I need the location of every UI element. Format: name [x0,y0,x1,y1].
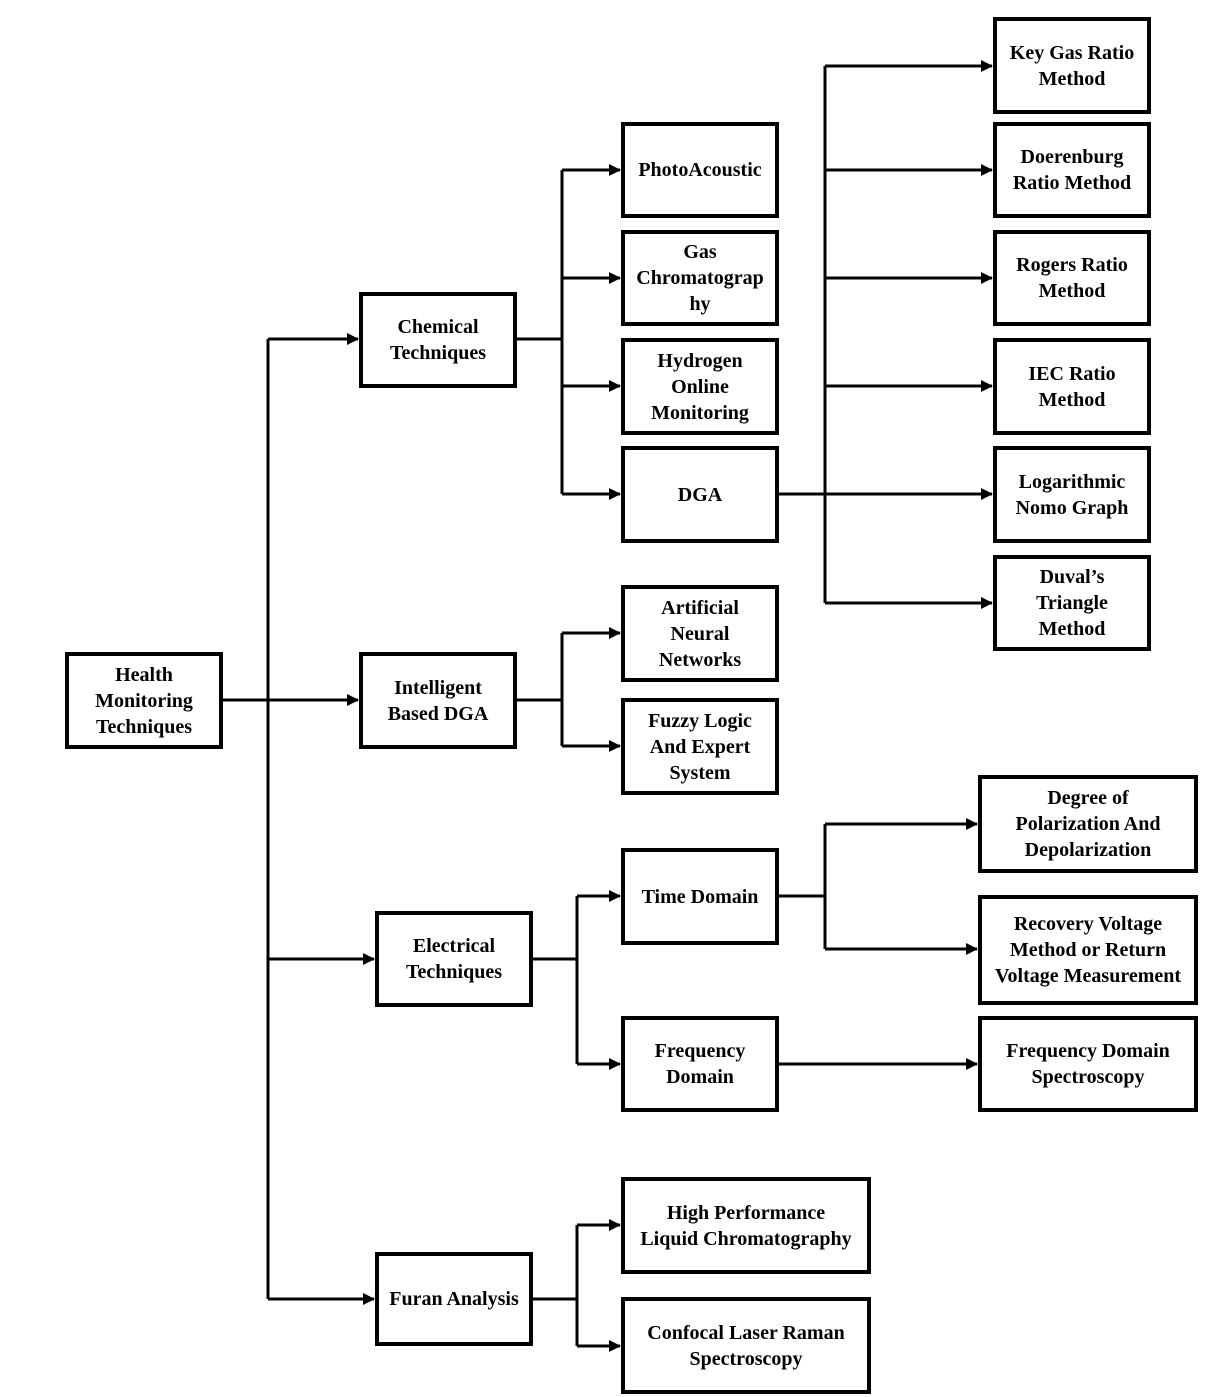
node-artificial-neural-networks: Artificial Neural Networks [621,585,779,682]
node-furan-analysis: Furan Analysis [375,1252,533,1346]
node-hydrogen-online-monitoring: Hydrogen Online Monitoring [621,338,779,435]
node-label: Doerenburg Ratio Method [1012,146,1132,194]
node-label: Frequency Domain Spectroscopy [1006,1040,1170,1088]
node-label: Health Monitoring Techniques [95,663,193,738]
node-dga: DGA [621,446,779,543]
node-photoacoustic: PhotoAcoustic [621,122,779,218]
node-fuzzy-logic-expert-system: Fuzzy Logic And Expert System [621,698,779,795]
node-label: Hydrogen Online Monitoring [651,349,749,424]
node-label: PhotoAcoustic [638,159,762,181]
node-label: Frequency Domain [654,1040,746,1088]
node-doerenburg-ratio-method: Doerenburg Ratio Method [993,122,1151,218]
node-label: Degree of Polarization And Depolarizatio… [1015,787,1161,861]
node-chemical-techniques: Chemical Techniques [359,292,517,388]
node-label: Gas Chromatograp hy [636,241,764,315]
node-label: Time Domain [641,885,759,908]
node-label: Fuzzy Logic And Expert System [648,709,752,784]
node-time-domain: Time Domain [621,848,779,945]
node-label: Rogers Ratio Method [1016,254,1128,302]
node-frequency-domain: Frequency Domain [621,1016,779,1112]
node-label: Intelligent Based DGA [387,676,489,725]
node-label: Artificial Neural Networks [658,596,742,671]
node-iec-ratio-method: IEC Ratio Method [993,338,1151,435]
node-duvals-triangle-method: Duval’s Triangle Method [993,555,1151,651]
node-label: Furan Analysis [389,1288,519,1310]
node-label: Electrical Techniques [406,935,502,983]
node-logarithmic-nomo-graph: Logarithmic Nomo Graph [993,446,1151,543]
node-label: High Performance Liquid Chromatography [640,1201,852,1250]
node-label: Logarithmic Nomo Graph [1015,470,1129,519]
node-label: Recovery Voltage Method or Return Voltag… [994,913,1182,987]
node-label: IEC Ratio Method [1028,362,1116,411]
node-key-gas-ratio-method: Key Gas Ratio Method [993,17,1151,114]
node-gas-chromatography: Gas Chromatograp hy [621,230,779,326]
node-electrical-techniques: Electrical Techniques [375,911,533,1007]
node-frequency-domain-spectroscopy: Frequency Domain Spectroscopy [978,1016,1198,1112]
node-degree-of-polarization: Degree of Polarization And Depolarizatio… [978,775,1198,873]
node-label: Confocal Laser Raman Spectroscopy [647,1321,845,1370]
node-health-monitoring-techniques: Health Monitoring Techniques [65,652,223,749]
node-label: Duval’s Triangle Method [1036,566,1108,640]
node-rogers-ratio-method: Rogers Ratio Method [993,230,1151,326]
node-label: Key Gas Ratio Method [1009,41,1135,90]
node-label: Chemical Techniques [390,316,486,364]
node-confocal-laser-raman-spectroscopy: Confocal Laser Raman Spectroscopy [621,1297,871,1394]
node-label: DGA [677,483,723,506]
node-high-performance-liquid-chromatography: High Performance Liquid Chromatography [621,1177,871,1274]
node-intelligent-based-dga: Intelligent Based DGA [359,652,517,749]
node-recovery-voltage-method: Recovery Voltage Method or Return Voltag… [978,895,1198,1005]
